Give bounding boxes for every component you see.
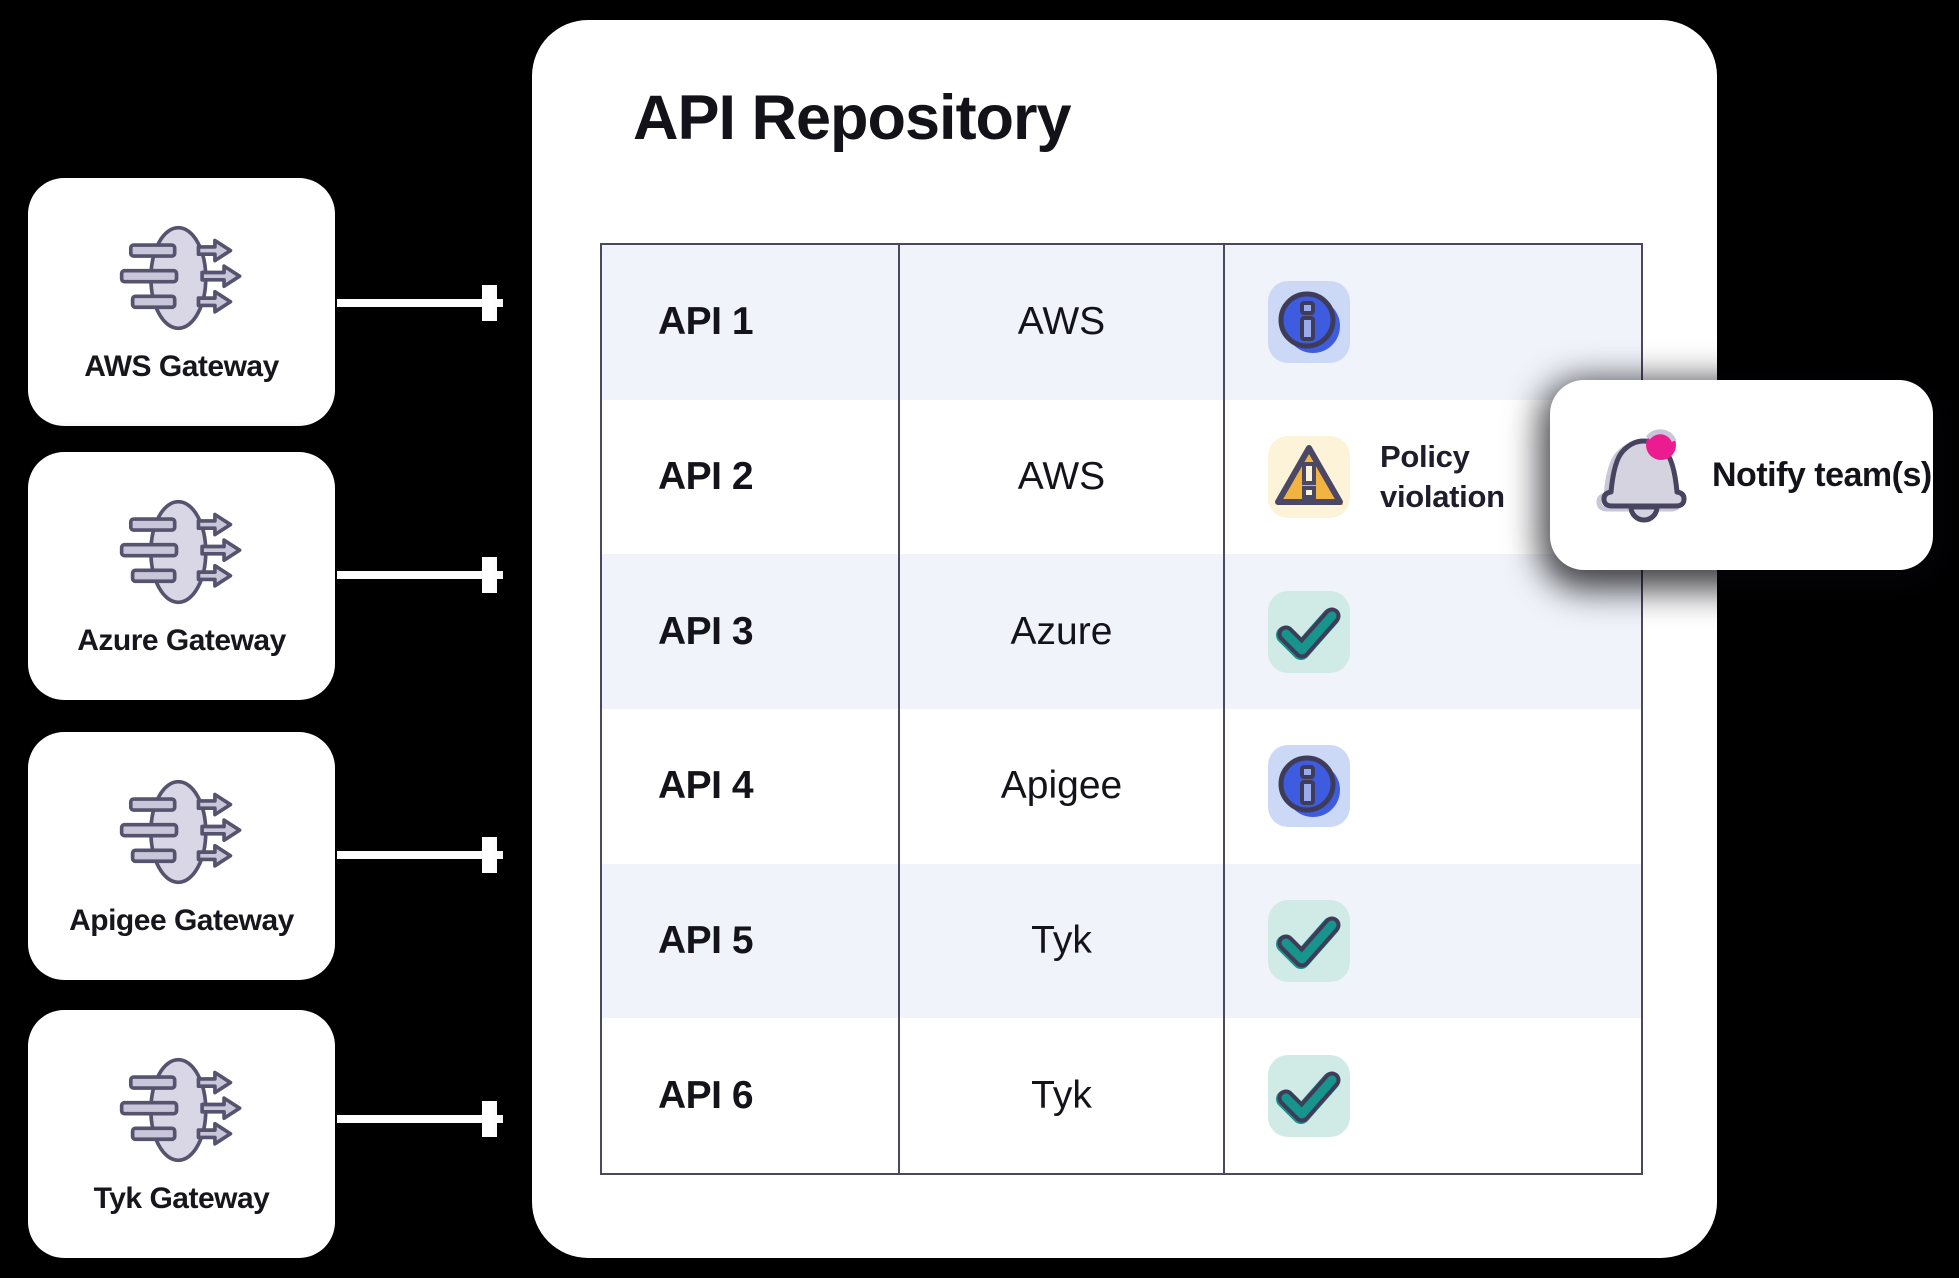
- check-icon: [1268, 1054, 1350, 1137]
- status-cell: [1225, 554, 1641, 709]
- api-name: API 1: [602, 245, 900, 400]
- gateway-icon: [118, 775, 246, 894]
- table-row: API 2 AWS: [602, 399, 1641, 555]
- connector-line: [337, 285, 503, 321]
- connector-line: [337, 1101, 503, 1137]
- api-name: API 4: [602, 709, 900, 864]
- gateway-card-apigee: Apigee Gateway: [28, 732, 335, 980]
- status-cell: [1225, 709, 1641, 864]
- gateway-card-label: AWS Gateway: [84, 349, 279, 383]
- gateway-icon: [118, 221, 246, 340]
- api-name: API 2: [602, 399, 900, 555]
- warning-icon: [1268, 435, 1350, 518]
- table-row: API 6 Tyk: [602, 1018, 1641, 1173]
- gateway-name: Apigee: [900, 709, 1225, 864]
- api-repository-panel: API Repository API 1 AWS: [532, 20, 1717, 1258]
- table-row: API 1 AWS: [602, 245, 1641, 400]
- gateway-name: AWS: [900, 399, 1225, 555]
- gateway-card-label: Tyk Gateway: [93, 1181, 270, 1215]
- connector-endcap: [482, 1101, 497, 1137]
- gateway-name: Tyk: [900, 1018, 1225, 1173]
- check-icon: [1268, 590, 1350, 673]
- gateway-name: AWS: [900, 245, 1225, 400]
- gateway-card-tyk: Tyk Gateway: [28, 1010, 335, 1258]
- gateway-name: Tyk: [900, 863, 1225, 1019]
- api-name: API 3: [602, 554, 900, 709]
- gateway-card-label: Azure Gateway: [77, 623, 286, 657]
- api-name: API 5: [602, 863, 900, 1019]
- table-row: API 3 Azure: [602, 554, 1641, 709]
- bell-icon: [1586, 418, 1690, 533]
- table-row: API 5 Tyk: [602, 863, 1641, 1019]
- status-cell: [1225, 1018, 1641, 1173]
- panel-title: API Repository: [633, 83, 1072, 153]
- status-note: Policy violation: [1380, 438, 1505, 514]
- connector-endcap: [482, 837, 497, 873]
- connector-endcap: [482, 557, 497, 593]
- gateway-card-azure: Azure Gateway: [28, 452, 335, 700]
- status-cell: [1225, 864, 1641, 1019]
- gateway-icon: [118, 1053, 246, 1172]
- status-cell: [1225, 245, 1641, 400]
- connector-endcap: [482, 285, 497, 321]
- notify-label: Notify team(s): [1712, 455, 1932, 494]
- gateway-card-label: Apigee Gateway: [69, 903, 294, 937]
- gateway-card-aws: AWS Gateway: [28, 178, 335, 426]
- connector-line: [337, 837, 503, 873]
- info-icon: [1268, 745, 1350, 828]
- api-name: API 6: [602, 1018, 900, 1173]
- table-row: API 4 Apigee: [602, 709, 1641, 864]
- api-table: API 1 AWS: [600, 243, 1643, 1175]
- check-icon: [1268, 899, 1350, 982]
- status-cell: Policy violation: [1225, 400, 1641, 555]
- info-icon: [1268, 281, 1350, 364]
- gateway-icon: [118, 495, 246, 614]
- notify-card: Notify team(s): [1550, 380, 1933, 570]
- connector-line: [337, 557, 503, 593]
- gateway-name: Azure: [900, 554, 1225, 709]
